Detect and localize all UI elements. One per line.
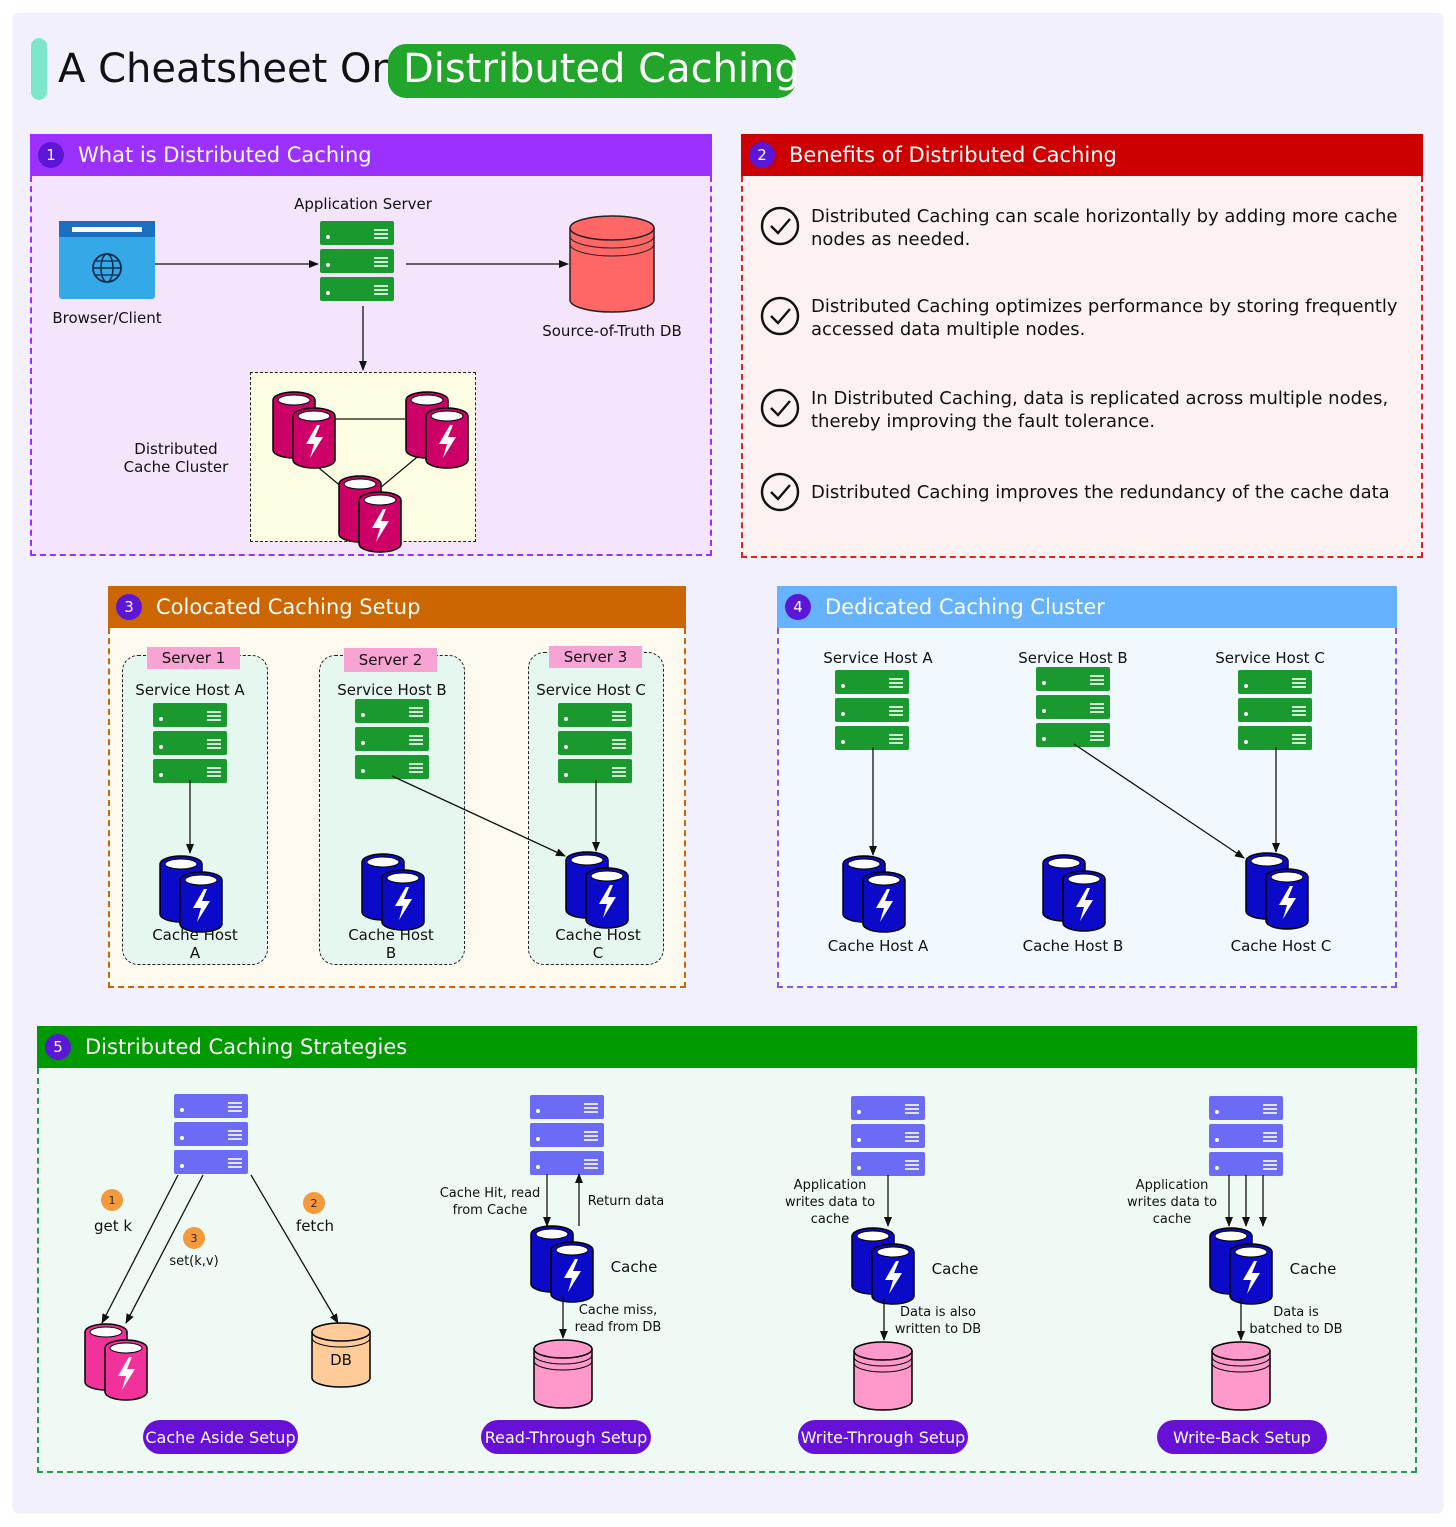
- benefit-1: Distributed Caching can scale horizontal…: [811, 206, 1398, 250]
- write-back-app-line3: cache: [1152, 1212, 1192, 1227]
- cluster-label-line2: Cache Cluster: [123, 458, 229, 476]
- read-through-pill: Read-Through Setup: [481, 1420, 651, 1454]
- colocated-host-b-label: Service Host B: [337, 681, 447, 699]
- dedicated-cache-b-label: Cache Host B: [1022, 937, 1124, 955]
- section3-number: 3: [116, 594, 142, 620]
- app-server-label: Application Server: [294, 195, 432, 213]
- section4-title: Dedicated Caching Cluster: [825, 595, 1105, 619]
- dedicated-host-c-label: Service Host C: [1215, 649, 1325, 667]
- cluster-label-line1: Distributed: [134, 440, 218, 458]
- dedicated-host-b-label: Service Host B: [1018, 649, 1128, 667]
- colocated-host-a-label: Service Host A: [135, 681, 245, 699]
- write-through-db-line2: written to DB: [894, 1322, 982, 1337]
- title-highlight: [388, 44, 796, 98]
- cache-aside-step1-label: get k: [93, 1217, 133, 1235]
- section3-title: Colocated Caching Setup: [156, 595, 421, 619]
- colocated-cache-a-line1: Cache Host: [152, 926, 238, 944]
- section5-title: Distributed Caching Strategies: [85, 1035, 408, 1059]
- section3-header: 3 Colocated Caching Setup: [108, 586, 686, 628]
- colocated-cache-a-line2: A: [189, 944, 201, 962]
- cache-aside-step3-number: 3: [183, 1227, 205, 1249]
- db-label: Source-of-Truth DB: [542, 322, 682, 340]
- page-title-highlight: Distributed Caching: [403, 46, 800, 92]
- write-through-app-line1: Application: [793, 1178, 867, 1193]
- read-through-miss-line1: Cache miss,: [578, 1303, 658, 1318]
- write-back-cache-label: Cache: [1289, 1260, 1337, 1278]
- section1-number: 1: [38, 142, 64, 168]
- cache-aside-pill: Cache Aside Setup: [143, 1420, 298, 1454]
- write-back-app-line2: writes data to: [1126, 1195, 1218, 1210]
- cache-aside-step2-number: 2: [303, 1192, 325, 1214]
- benefit-4: Distributed Caching improves the redunda…: [811, 482, 1390, 503]
- write-through-cache-label: Cache: [931, 1260, 979, 1278]
- write-back-app-line1: Application: [1135, 1178, 1209, 1193]
- cache-cluster-box: [250, 372, 476, 542]
- write-through-app-line3: cache: [810, 1212, 850, 1227]
- write-back-db-line1: Data is: [1273, 1305, 1319, 1320]
- browser-client-label: Browser/Client: [52, 309, 162, 327]
- read-through-hit-line2: from Cache: [452, 1203, 528, 1218]
- server2-box: [319, 655, 465, 965]
- section2-title: Benefits of Distributed Caching: [789, 143, 1117, 167]
- server2-tag: Server 2: [344, 648, 437, 672]
- read-through-cache-label: Cache: [610, 1258, 658, 1276]
- cache-aside-db-label: DB: [330, 1351, 352, 1369]
- section5-panel: [37, 1068, 1417, 1473]
- title-accent-bar: [31, 38, 47, 100]
- dedicated-cache-c-label: Cache Host C: [1230, 937, 1332, 955]
- cache-aside-step3-label: set(k,v): [169, 1254, 219, 1269]
- server3-tag: Server 3: [549, 646, 642, 668]
- colocated-cache-b-line1: Cache Host: [348, 926, 434, 944]
- cache-aside-step2-label: fetch: [295, 1217, 335, 1235]
- dedicated-host-a-label: Service Host A: [823, 649, 933, 667]
- section2-number: 2: [749, 142, 775, 168]
- section1-title: What is Distributed Caching: [78, 143, 372, 167]
- section1-header: 1 What is Distributed Caching: [30, 134, 712, 176]
- colocated-cache-c-line1: Cache Host: [555, 926, 641, 944]
- section2-panel: [741, 176, 1423, 558]
- benefit-2: Distributed Caching optimizes performanc…: [811, 296, 1398, 340]
- colocated-cache-b-line2: B: [385, 944, 397, 962]
- section4-header: 4 Dedicated Caching Cluster: [777, 586, 1397, 628]
- write-through-pill: Write-Through Setup: [798, 1420, 968, 1454]
- cache-aside-step1-number: 1: [101, 1189, 123, 1211]
- read-through-miss-line2: read from DB: [574, 1320, 662, 1335]
- colocated-host-c-label: Service Host C: [536, 681, 646, 699]
- section5-header: 5 Distributed Caching Strategies: [37, 1026, 1417, 1068]
- page-title: A Cheatsheet On: [58, 46, 397, 92]
- read-through-return-label: Return data: [587, 1194, 665, 1209]
- write-back-pill: Write-Back Setup: [1157, 1420, 1327, 1454]
- colocated-cache-c-line2: C: [592, 944, 604, 962]
- section4-number: 4: [785, 594, 811, 620]
- write-through-db-line1: Data is also: [900, 1305, 976, 1320]
- server1-box: [122, 655, 268, 965]
- dedicated-cache-a-label: Cache Host A: [827, 937, 929, 955]
- benefit-3: In Distributed Caching, data is replicat…: [811, 388, 1389, 432]
- read-through-hit-line1: Cache Hit, read: [439, 1186, 541, 1201]
- section2-header: 2 Benefits of Distributed Caching: [741, 134, 1423, 176]
- section5-number: 5: [45, 1034, 71, 1060]
- write-back-db-line2: batched to DB: [1249, 1322, 1343, 1337]
- server1-tag: Server 1: [147, 647, 240, 669]
- section4-panel: [777, 628, 1397, 988]
- write-through-app-line2: writes data to: [784, 1195, 876, 1210]
